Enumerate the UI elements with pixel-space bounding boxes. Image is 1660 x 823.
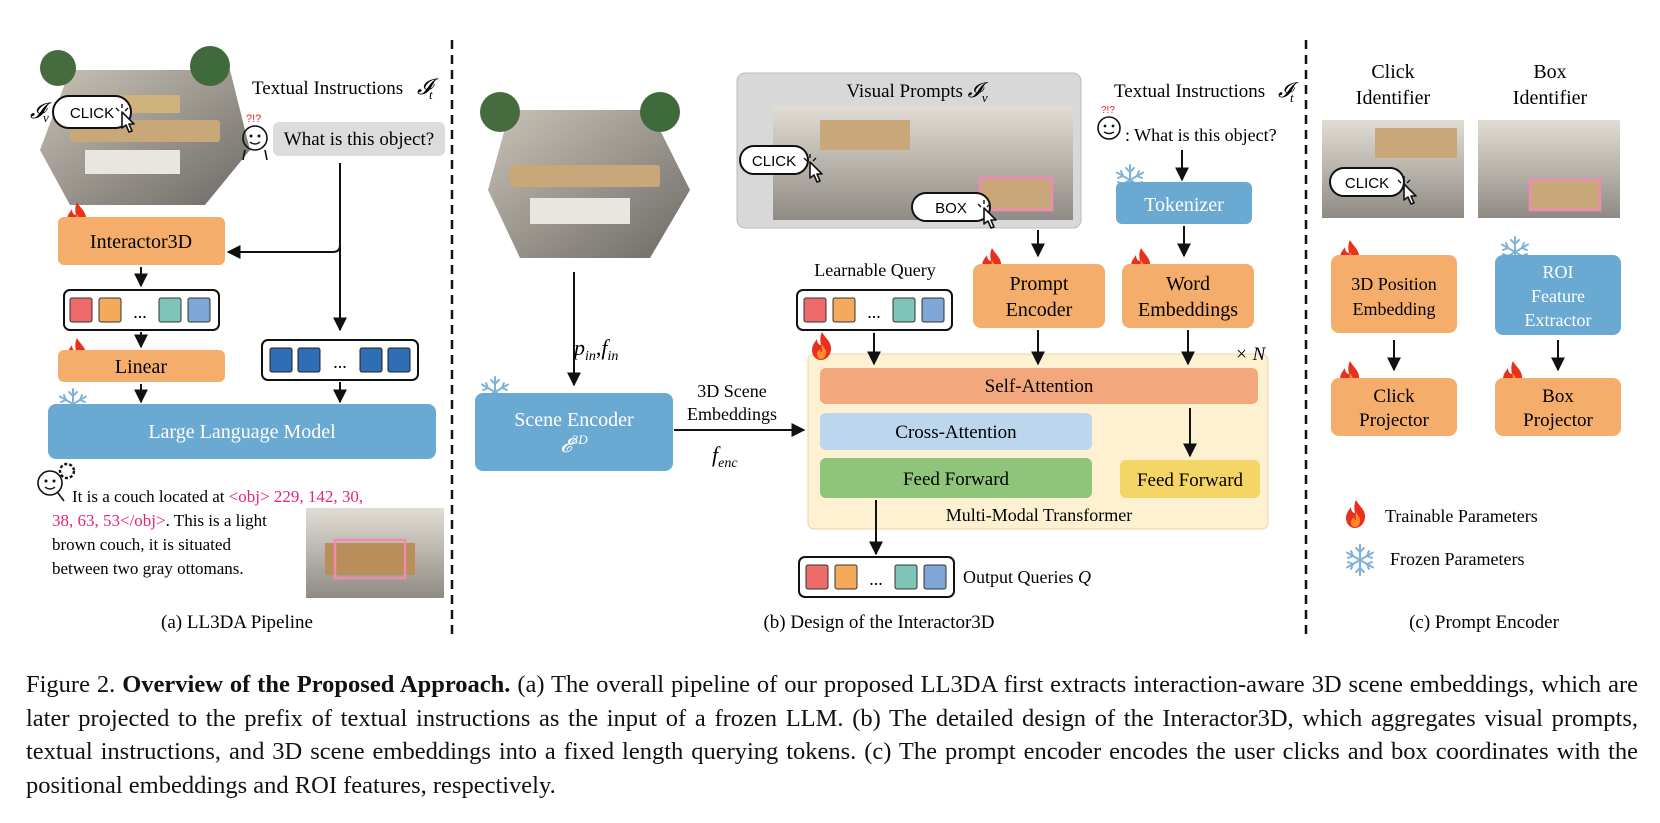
flame-icon [1346,500,1366,528]
prompt-encoder-box [973,264,1105,328]
panel-c: Click Identifier Box Identifier CLICK 3D… [1322,61,1621,633]
interactor-box [58,217,225,265]
panel-b: pin,fin Scene Encoder 𝓔3D 3D Scene Embed… [475,72,1299,633]
embeddings-line-1: 3D Scene [697,381,766,401]
caption-bold: Overview of the Proposed Approach. [122,671,511,698]
tokenizer-box [1116,182,1252,224]
position-embedding-box [1331,255,1457,333]
svg-text:Box: Box [1533,61,1566,83]
llm-box [48,404,436,459]
click-label-c: CLICK [1345,175,1389,192]
roi-extractor-box [1495,255,1621,335]
textual-instructions-a: Textual Instructions [252,78,403,99]
svg-text:3D Position: 3D Position [1351,274,1437,294]
svg-text:t: t [1290,90,1294,105]
scene-thumbnail-b [480,92,690,258]
question-box-a [273,122,445,156]
textual-symbol-a: 𝓘 [417,74,439,99]
svg-text:?!?: ?!? [246,113,261,125]
figure-caption: Figure 2. Overview of the Proposed Appro… [26,668,1638,802]
f-enc: fenc [712,442,738,471]
svg-text:Click: Click [1371,61,1414,83]
svg-text:Projector: Projector [1359,410,1429,431]
svg-text:Box: Box [1542,386,1574,407]
embeddings-line-2: Embeddings [687,404,777,424]
svg-text:?!?: ?!? [1101,105,1115,116]
cross-attention-box [820,413,1092,450]
feed-forward-left [820,458,1092,498]
panel-a-caption: (a) LL3DA Pipeline [161,612,313,633]
self-attention-box [820,368,1258,404]
svg-text:Feature: Feature [1531,286,1585,306]
scene-encoder-box [475,393,673,471]
interactor-label: Interactor3D [90,231,192,253]
learnable-query-label: Learnable Query [814,260,935,280]
svg-text:Click: Click [1373,386,1415,407]
svg-text:Feed Forward: Feed Forward [1137,470,1244,491]
mm-transformer-label: Multi-Modal Transformer [946,505,1133,525]
svg-text:𝓘: 𝓘 [1278,78,1299,102]
svg-text:ROI: ROI [1543,262,1574,282]
svg-text:Embedding: Embedding [1353,299,1436,319]
caption-prefix: Figure 2. [26,671,123,698]
svg-text:Extractor: Extractor [1525,310,1592,330]
svg-text:...: ... [333,352,347,372]
click-label-a: CLICK [70,105,114,122]
times-n: × N [1235,344,1267,365]
user-question-icon: ?!? [1097,105,1121,140]
ellipsis-a1: ... [133,302,147,322]
svg-text:Embeddings: Embeddings [1138,299,1238,321]
linear-box [58,350,225,382]
legend-trainable: Trainable Parameters [1385,506,1538,526]
answer-line-2: 38, 63, 53</obj>. This is a light [52,511,267,530]
panel-b-caption: (b) Design of the Interactor3D [763,612,994,633]
answer-line-3: brown couch, it is situated [52,535,231,554]
svg-text:Projector: Projector [1523,410,1593,431]
svg-text:...: ... [869,569,883,589]
p-in: pin,fin [572,335,618,364]
caption-body: (a) The overall pipeline of our proposed… [26,671,1638,799]
robot-gear-icon [37,462,76,502]
llm-label: Large Language Model [148,421,336,443]
word-embeddings-box [1122,264,1254,328]
click-projector-box [1331,378,1457,436]
output-queries-label: Output Queries Q [963,567,1091,587]
visual-prompt-sub-a: v [43,110,49,125]
legend-frozen: Frozen Parameters [1390,549,1524,569]
svg-text:Prompt: Prompt [1010,273,1069,295]
scene-encoder-label: Scene Encoder [514,409,634,431]
svg-text:Self-Attention: Self-Attention [985,376,1094,397]
user-question-icon: ?!? [242,113,268,161]
click-label-b: CLICK [752,153,796,170]
svg-text:Word: Word [1166,273,1210,295]
click-bubble-a [52,95,132,129]
tokenizer-label: Tokenizer [1144,194,1224,216]
couch-photo-a [306,508,444,598]
svg-text:...: ... [867,302,881,322]
svg-text:Encoder: Encoder [1006,299,1073,321]
answer-line-1: It is a couch located at <obj> 229, 142,… [72,487,363,506]
visual-prompts-label: Visual Prompts 𝓘v [846,78,988,105]
panel-a: 𝓘 v CLICK Textual Instructions 𝓘 t ?!? W… [30,46,445,633]
linear-label: Linear [115,356,168,378]
svg-text:Feed Forward: Feed Forward [903,469,1010,490]
figure-diagram: 𝓘 v CLICK Textual Instructions 𝓘 t ?!? W… [30,40,1621,640]
panel-c-caption: (c) Prompt Encoder [1409,612,1560,633]
textual-sub-a: t [429,87,433,102]
box-projector-box [1495,378,1621,436]
question-a: What is this object? [284,129,434,150]
flame-icon [812,332,832,360]
svg-text:Identifier: Identifier [1356,87,1431,109]
answer-line-4: between two gray ottomans. [52,559,244,578]
arrow-text-to-interactor [226,244,341,259]
svg-text:Cross-Attention: Cross-Attention [895,422,1017,443]
question-b: : What is this object? [1125,125,1277,145]
feed-forward-right [1120,460,1260,498]
textual-instructions-b: Textual Instructions [1114,81,1265,102]
svg-text:Identifier: Identifier [1513,87,1588,109]
snowflake-icon [1346,544,1374,576]
box-label-b: BOX [935,200,967,217]
